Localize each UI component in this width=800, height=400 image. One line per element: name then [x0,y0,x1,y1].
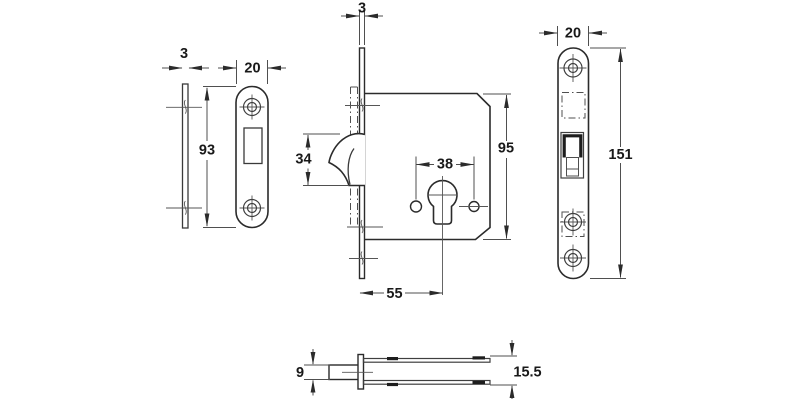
strike-plate-front-view [235,85,269,229]
screw-hole [563,58,583,78]
arrowhead [305,172,311,185]
phantom-detail-upper [561,92,586,119]
arrowhead [223,65,237,71]
countersink-curve [183,99,187,114]
arrowhead [509,385,515,398]
dimension-faceplate-width: 20 [539,26,607,46]
lock-case-bottom-view [328,353,491,390]
case-wall-top [362,357,491,363]
dimension-label: 9 [296,365,304,381]
dimension-label: 93 [199,143,215,159]
screw-hole-inner [567,62,579,74]
strike-plate-side-view [166,83,202,229]
arrowhead [618,48,623,62]
arrowhead [310,379,316,393]
arrowhead [188,65,202,71]
dimension-label: 20 [565,26,581,42]
arrowhead [310,352,316,365]
fixing-tab [472,380,485,385]
screw-hole [242,97,262,117]
hook-bolt-outline [328,132,366,187]
arrowhead [305,134,311,148]
hook-bolt-nose-arc [347,148,355,185]
hook-bolt-fill [329,133,365,186]
dimension-case-thickness: 15.5 [490,340,542,399]
lock-case-side-view [328,47,491,295]
arrowhead [364,13,378,19]
arrowhead [618,264,623,278]
countersink-curve [183,200,187,215]
screw-hole [563,212,583,232]
dimension-hook-throw: 34 [295,133,349,186]
lock-case-outline [364,92,491,241]
dimension-label: 20 [244,61,260,77]
screw-hole-inner [246,101,258,113]
dimension-hook-bolt-thickness: 9 [296,349,330,396]
case-wall-bottom [362,379,491,385]
dimension-case-height: 95 [483,93,514,240]
countersink-curve [360,98,364,112]
strike-plate-outline [235,85,269,229]
hook-slot-lower [566,157,579,177]
dimension-label: 15.5 [513,365,541,381]
arrowhead [588,30,602,36]
dimension-backset: 55 [359,286,443,302]
dimension-label: 95 [498,141,514,157]
fixing-hole-left [409,200,423,213]
faceplate-bottom [357,353,365,390]
dimension-strike-width: 20 [218,60,286,84]
arrowhead [204,87,210,101]
arrowhead [509,343,515,356]
dimension-hole-spacing: 38 [415,156,475,200]
dimension-faceplate-height: 151 [590,47,633,279]
dimension-strike-thickness: 3 [162,46,209,71]
fixing-tab [472,356,485,360]
fixing-tab [387,382,398,387]
dimension-label: 38 [437,157,453,173]
countersink-curve [360,251,364,265]
hook-opening [560,131,585,179]
dimension-label: 3 [180,46,188,62]
strike-plate-edge-profile [181,83,189,229]
arrowhead [204,213,210,227]
dimension-label: 34 [295,152,311,168]
arrowhead [359,290,373,296]
screw-hole [563,248,583,268]
arrowhead [267,65,281,71]
arrowhead [346,13,360,19]
arrowhead [460,162,474,167]
screw-hole-inner [567,216,579,228]
arrowhead [169,65,183,71]
dimension-label: 151 [608,147,632,163]
arrowhead [429,290,443,296]
screw-hole [242,198,262,218]
dimension-label: 3 [358,1,366,17]
screw-hole-inner [246,202,258,214]
hook-cutout [243,127,263,165]
arrowhead [504,94,509,108]
screw-hole-inner [567,252,579,264]
phantom-detail-lower [561,211,585,237]
arrowhead [544,30,558,36]
fixing-tab [387,357,398,361]
arrowhead [504,225,509,239]
hook-bolt-front [562,134,583,158]
arrowhead [416,162,430,167]
dimension-faceplate-thickness: 3 [341,1,383,45]
dimension-label: 55 [386,286,402,302]
countersink-curve [360,219,364,234]
lock-faceplate-front-view [557,47,590,280]
dimension-strike-height: 93 [199,86,236,228]
